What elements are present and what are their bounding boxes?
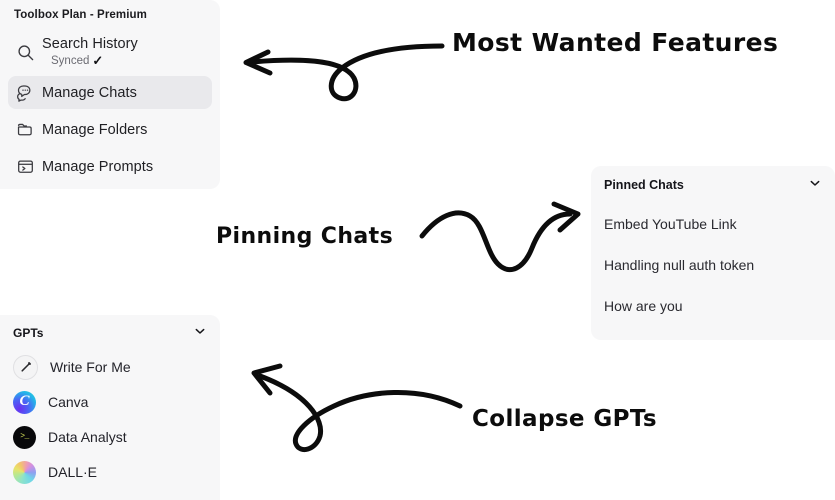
canva-glyph: C (19, 393, 30, 409)
folder-icon (8, 120, 42, 139)
gpt-item-label: Canva (48, 394, 89, 410)
annotation-arrow-collapse-gpts (251, 363, 463, 453)
terminal-glyph: >_ (20, 432, 29, 441)
sidebar-item-label: Manage Chats (42, 84, 137, 101)
pinned-chats-panel: Pinned Chats Embed YouTube Link Handling… (591, 166, 835, 340)
annotation-collapse-gpts: Collapse GPTs (472, 406, 657, 432)
gpt-item-write-for-me[interactable]: Write For Me (13, 352, 213, 382)
toolbox-plan-title: Toolbox Plan - Premium (14, 9, 147, 21)
gpt-item-label: Data Analyst (48, 429, 127, 445)
pinned-chat-item[interactable]: Embed YouTube Link (604, 216, 737, 232)
gpt-item-label: DALL·E (48, 464, 98, 480)
terminal-avatar-icon: >_ (13, 425, 36, 449)
gpt-item-canva[interactable]: C Canva (13, 387, 213, 417)
gpt-item-label: Write For Me (50, 359, 131, 375)
gpts-title: GPTs (13, 326, 44, 340)
pinned-chat-item[interactable]: Handling null auth token (604, 257, 755, 273)
canva-avatar-icon: C (13, 390, 36, 414)
annotation-most-wanted-features: Most Wanted Features (452, 28, 779, 57)
sidebar-item-label: Search History (42, 35, 138, 52)
dalle-avatar-icon (13, 460, 36, 484)
sidebar-item-manage-chats[interactable]: Manage Chats (8, 76, 212, 109)
annotation-arrow-pinning-chats (419, 201, 581, 272)
prompt-window-icon (8, 157, 42, 176)
sync-status-label: Synced (51, 55, 90, 68)
pen-avatar-icon (13, 354, 38, 380)
chevron-down-icon[interactable] (192, 323, 208, 344)
sidebar-item-label: Manage Prompts (42, 158, 154, 175)
pinned-chats-title: Pinned Chats (604, 178, 684, 192)
toolbox-panel: Toolbox Plan - Premium Search History Sy… (0, 0, 220, 189)
chats-icon (8, 83, 42, 103)
sync-status: Synced ✓ (51, 53, 138, 69)
sidebar-item-search-history[interactable]: Search History Synced ✓ (8, 36, 212, 69)
gpts-panel: GPTs Write For Me C Canva >_ Data Analys… (0, 315, 220, 500)
check-icon: ✓ (92, 53, 104, 69)
gpt-item-data-analyst[interactable]: >_ Data Analyst (13, 422, 213, 452)
pinned-chat-item[interactable]: How are you (604, 298, 683, 314)
sidebar-item-manage-folders[interactable]: Manage Folders (8, 113, 212, 146)
annotation-arrow-most-wanted (243, 43, 445, 102)
gpt-item-dalle[interactable]: DALL·E (13, 457, 213, 487)
pinned-chats-header[interactable]: Pinned Chats (604, 176, 823, 194)
gpts-header[interactable]: GPTs (13, 324, 208, 342)
annotation-pinning-chats: Pinning Chats (216, 224, 394, 249)
chevron-down-icon[interactable] (807, 175, 823, 196)
sidebar-item-label: Manage Folders (42, 121, 148, 138)
search-icon (8, 43, 42, 62)
sidebar-item-manage-prompts[interactable]: Manage Prompts (8, 150, 212, 183)
